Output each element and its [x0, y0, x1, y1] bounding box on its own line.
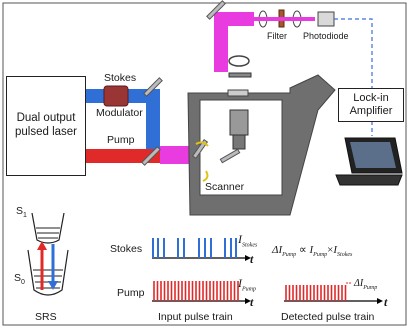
- modulator-label: Modulator: [96, 107, 143, 119]
- delta-i-pump-label: ΔIPump: [354, 278, 378, 291]
- scanner-mirror-icon: [219, 148, 241, 164]
- lockin-label-line2: Amplifier: [349, 105, 393, 117]
- t-axis-label: t: [250, 295, 254, 309]
- pump-beam-label: Pump: [107, 134, 135, 146]
- scanner-arrow-icon: [195, 141, 209, 147]
- pump-pulse-train: [152, 281, 251, 304]
- lockin-label-line1: Lock-in: [353, 91, 389, 104]
- energy-level-diagram: [27, 212, 69, 296]
- microscope: [187, 55, 336, 216]
- signal-line: [334, 18, 373, 88]
- srs-caption: SRS: [35, 311, 57, 323]
- scanner-mirror-icon: [191, 138, 209, 160]
- photodiode-label: Photodiode: [303, 31, 349, 41]
- i-stokes-label: IStokes: [238, 232, 258, 249]
- figure-frame: [2, 2, 407, 326]
- t-axis-label: t: [384, 295, 388, 309]
- mirror-icon: [143, 77, 163, 97]
- s1-label: S1: [16, 205, 27, 220]
- detected-pulse-train-caption: Detected pulse train: [281, 311, 375, 323]
- s0-label: S0: [14, 272, 25, 287]
- detected-pulse-train: [284, 282, 383, 304]
- photodiode-icon: [317, 11, 335, 27]
- lockin-amplifier-box: Lock-in Amplifier: [338, 88, 404, 122]
- filter-label: Filter: [267, 31, 287, 41]
- srs-formula: ΔIPump ∝ IPump×IStokes: [272, 244, 353, 259]
- stokes-beam-label: Stokes: [104, 72, 137, 84]
- t-axis-label: t: [250, 252, 254, 266]
- mirror-icon: [141, 146, 161, 166]
- modulator-icon: [103, 85, 129, 107]
- pump-train-label: Pump: [117, 287, 145, 299]
- condenser-lens-icon: [228, 55, 250, 67]
- scanner-label: Scanner: [205, 181, 245, 193]
- i-pump-label: IPump: [238, 276, 256, 293]
- stokes-train-label: Stokes: [110, 243, 143, 255]
- stokes-pulse-train: [152, 238, 251, 261]
- laser-label-line1: Dual output: [16, 112, 76, 125]
- laser-box: Dual output pulsed laser: [6, 76, 86, 176]
- input-pulse-train-caption: Input pulse train: [158, 311, 233, 323]
- laptop-icon: [335, 137, 403, 186]
- laser-label-line2: pulsed laser: [14, 126, 77, 138]
- scanner-arrow-icon: [202, 170, 209, 182]
- mirror-icon: [206, 0, 226, 20]
